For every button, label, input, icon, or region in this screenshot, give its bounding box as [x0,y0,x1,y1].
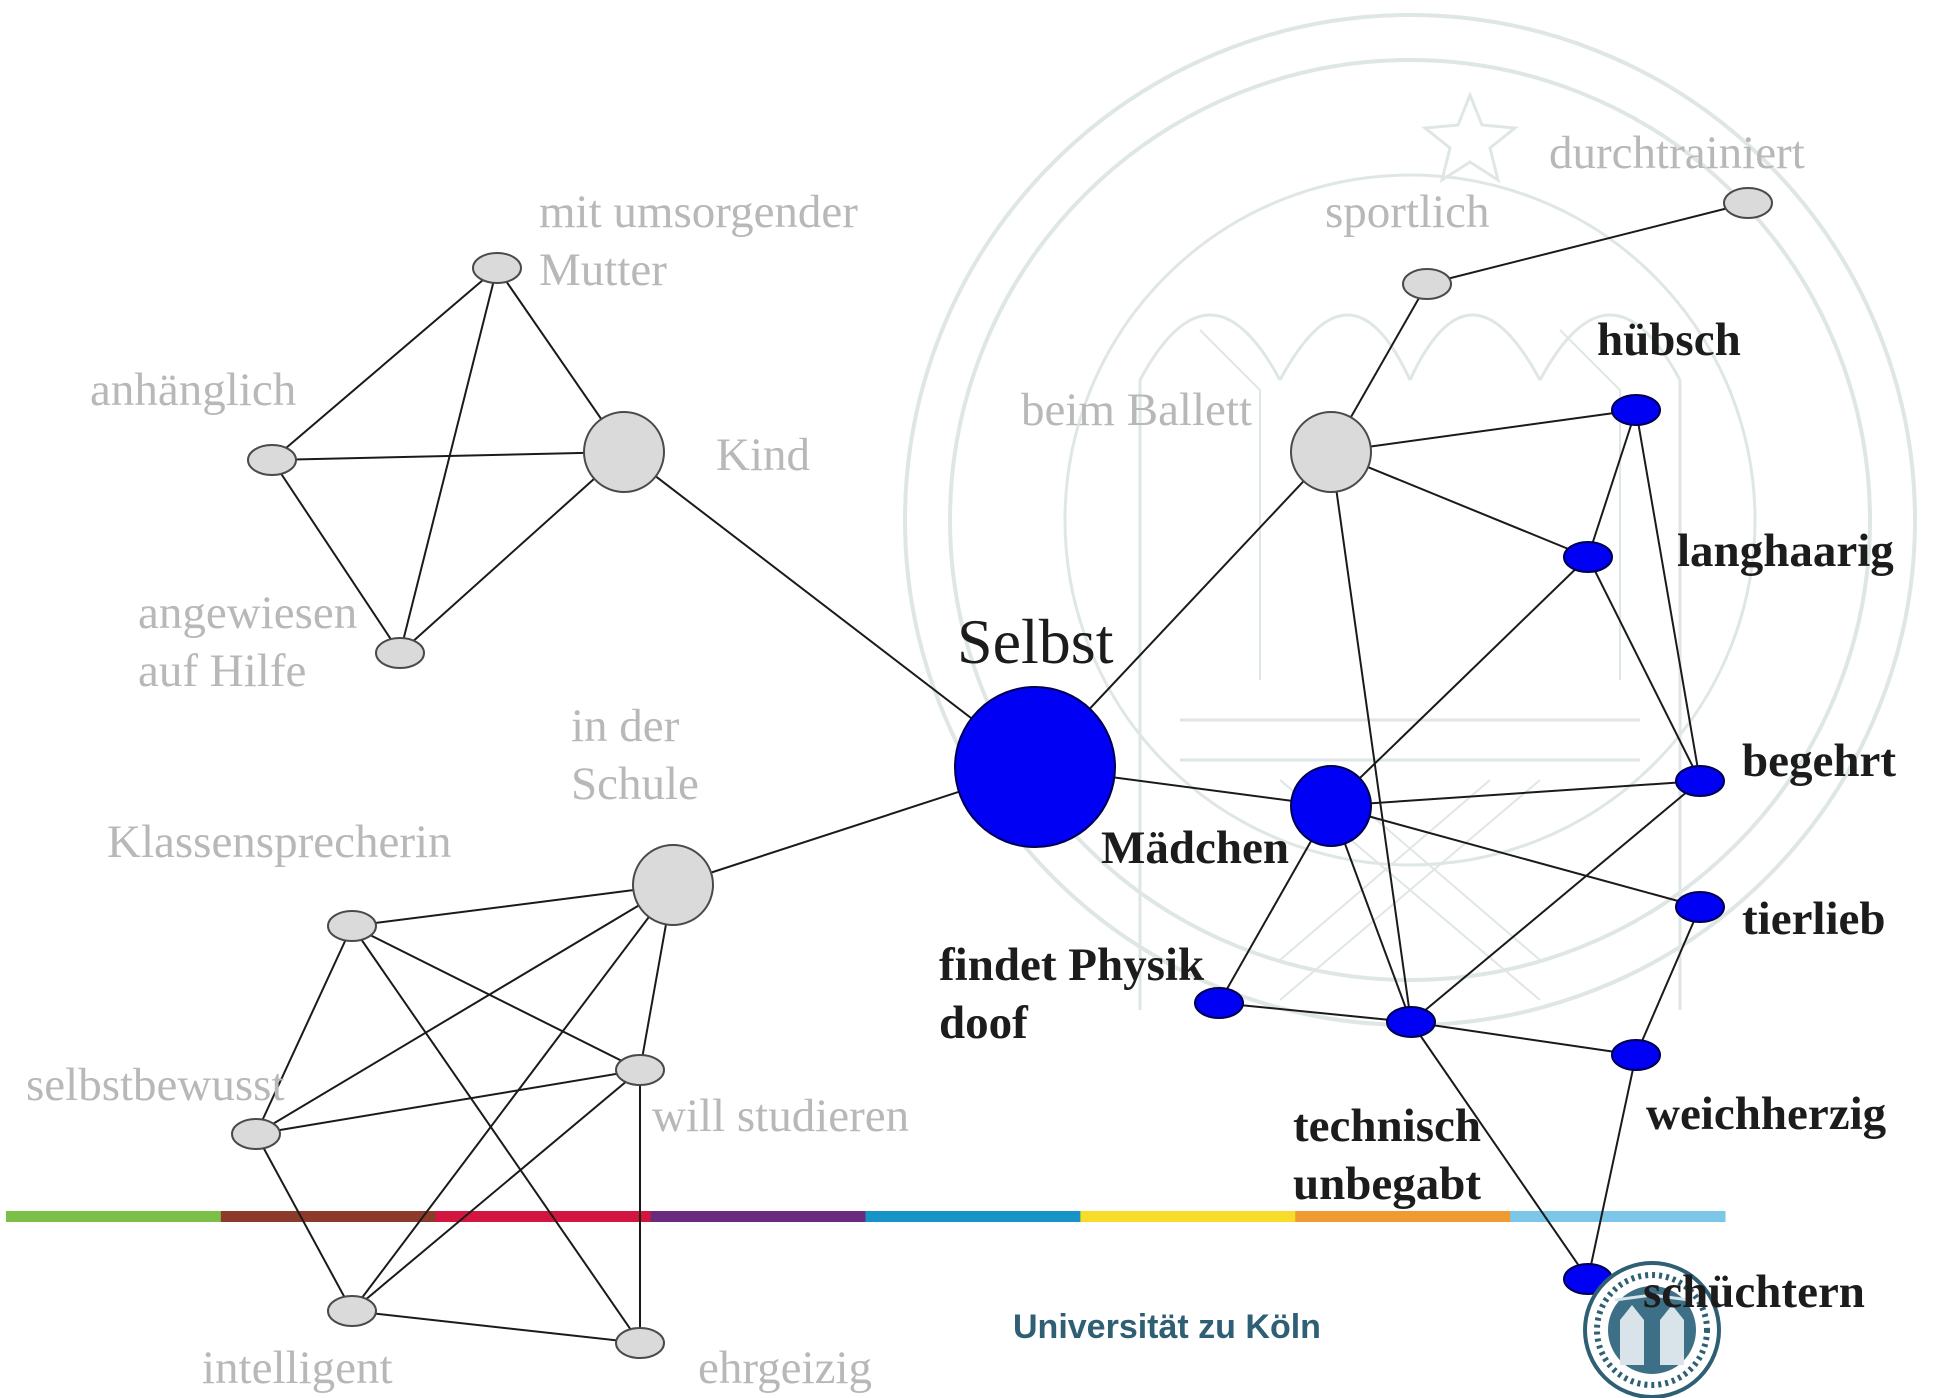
node-physik [1194,987,1244,1019]
edge-ballett-huebsch [1330,409,1637,453]
edge-begehrt-technisch [1410,780,1701,1023]
stripe-segment [220,1211,437,1222]
stripe-segment [650,1211,866,1222]
label-selbstbewusst: selbstbewusst [26,1059,285,1111]
edge-selbstbewusst-studieren [255,1069,641,1135]
node-ehrgeizig [615,1327,665,1359]
edge-langhaarig-maedchen [1330,556,1589,807]
edge-sportlich-durchtrainiert [1426,202,1749,285]
node-begehrt [1675,765,1725,797]
stripe-segment [1295,1211,1511,1222]
edge-studieren-intelligent [351,1069,641,1312]
node-layer [231,187,1773,1359]
edge-schule-klassensprecherin [351,884,674,927]
edge-ballett-langhaarig [1330,451,1589,558]
stripe-segment [865,1211,1081,1222]
label-studieren: will studieren [652,1090,909,1142]
node-weichherzig [1611,1039,1661,1071]
label-physik: findet Physik doof [939,939,1216,1049]
edge-technisch-weichherzig [1410,1021,1637,1056]
edge-huebsch-begehrt [1635,409,1701,782]
node-klassensprecherin [327,910,377,942]
edge-klassensprecherin-selbstbewusst [255,925,353,1135]
label-technisch: technisch unbegabt [1293,1100,1493,1210]
label-layer: Selbst Kind mit umsorgender Mutter anhän… [26,127,1896,1394]
university-seal-logo [1583,1261,1721,1398]
edge-ballett-technisch [1330,451,1412,1023]
node-ballett [1290,411,1372,493]
edge-anhaenglich-hilfe [271,459,401,654]
stripe-segment [6,1211,222,1222]
node-langhaarig [1563,541,1613,573]
edge-mutter-anhaenglich [271,267,498,461]
edge-klassensprecherin-studieren [351,925,641,1071]
label-begehrt: begehrt [1742,735,1896,787]
label-langhaarig: langhaarig [1677,525,1894,577]
node-kind [583,411,665,493]
node-huebsch [1611,394,1661,426]
label-anhaenglich: anhänglich [90,364,296,416]
label-sportlich: sportlich [1325,186,1489,238]
label-selbst: Selbst [957,606,1114,677]
label-weichherzig: weichherzig [1646,1088,1887,1140]
node-maedchen [1290,765,1372,847]
node-mutter [472,252,522,284]
node-hilfe [375,637,425,669]
label-hilfe: angewiesen auf Hilfe [138,587,369,697]
edge-selbstbewusst-intelligent [255,1133,353,1312]
label-klassensprecherin: Klassensprecherin [107,816,452,868]
edge-kind-anhaenglich [271,451,625,461]
edge-intelligent-ehrgeizig [351,1310,641,1344]
node-sportlich [1402,268,1452,300]
node-intelligent [327,1295,377,1327]
node-tierlieb [1675,891,1725,923]
edge-huebsch-langhaarig [1587,409,1637,558]
edge-schule-intelligent [351,884,674,1312]
node-anhaenglich [247,444,297,476]
stripe-segment [1510,1211,1726,1222]
node-selbst [954,686,1116,848]
edge-selbst-kind [623,451,1036,768]
label-intelligent: intelligent [202,1342,393,1394]
edge-schule-selbstbewusst [255,884,674,1135]
label-maedchen: Mädchen [1101,822,1289,874]
label-ehrgeizig: ehrgeizig [698,1342,872,1394]
edge-layer [255,202,1749,1344]
stripe-segment [435,1211,652,1222]
edge-mutter-hilfe [399,267,498,654]
label-schuechtern: schüchtern [1643,1266,1865,1318]
node-durchtrainiert [1723,187,1773,219]
node-schule [632,844,714,926]
edge-technisch-schuechtern [1410,1021,1589,1280]
label-durchtrainiert: durchtrainiert [1549,127,1805,179]
university-name: Universität zu Köln [1013,1308,1321,1346]
label-kind: Kind [716,429,810,481]
node-selbstbewusst [231,1118,281,1150]
footer: Universität zu Köln schüchtern [1013,1261,1865,1398]
node-technisch [1386,1006,1436,1038]
color-stripe [6,1211,1726,1222]
edge-kind-hilfe [399,451,625,654]
label-huebsch: hübsch [1597,314,1741,366]
node-studieren [615,1054,665,1086]
edge-maedchen-tierlieb [1330,805,1701,908]
edge-langhaarig-begehrt [1587,556,1701,782]
edge-weichherzig-schuechtern [1587,1054,1637,1280]
stripe-segment [1080,1211,1296,1222]
edge-tierlieb-weichherzig [1635,906,1701,1056]
label-tierlieb: tierlieb [1742,893,1886,945]
edge-maedchen-begehrt [1330,780,1701,807]
label-ballett: beim Ballett [1021,384,1252,436]
label-schule: in der Schule [571,700,699,810]
label-mutter: mit umsorgender Mutter [539,186,870,296]
edge-physik-technisch [1218,1002,1412,1023]
edge-klassensprecherin-ehrgeizig [351,925,641,1344]
